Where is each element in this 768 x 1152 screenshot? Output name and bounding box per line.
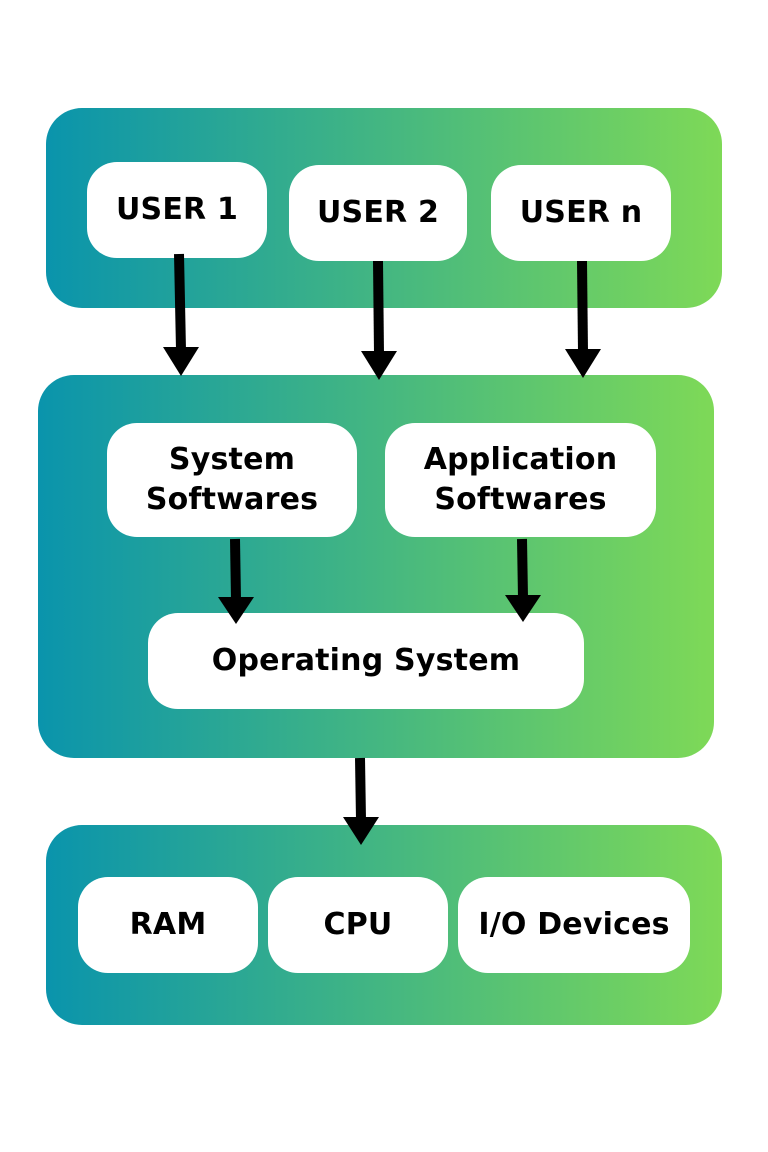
- user-2-box: USER 2: [289, 165, 467, 261]
- ram-box: RAM: [78, 877, 258, 973]
- cpu-label: CPU: [323, 907, 393, 943]
- arrow-os-hardware-shaft: [355, 757, 366, 821]
- application-softwares-label-line-1: Application: [423, 442, 618, 478]
- io-devices-box: I/O Devices: [458, 877, 690, 973]
- arrow-user-1-head: [163, 347, 199, 376]
- application-softwares-box: Application Softwares: [385, 423, 656, 537]
- system-softwares-label-line-2: Softwares: [145, 482, 319, 517]
- cpu-box: CPU: [268, 877, 448, 973]
- operating-system-label: Operating System: [211, 643, 521, 679]
- user-n-label: USER n: [519, 195, 643, 231]
- io-devices-label: I/O Devices: [478, 907, 670, 943]
- application-softwares-label-line-2: Softwares: [434, 482, 607, 517]
- operating-system-box: Operating System: [148, 613, 584, 709]
- system-softwares-box: System Softwares: [107, 423, 357, 537]
- user-2-label: USER 2: [316, 195, 440, 231]
- user-n-box: USER n: [491, 165, 671, 261]
- arrow-user-n-head: [565, 349, 601, 378]
- ram-label: RAM: [129, 907, 207, 943]
- user-1-box: USER 1: [87, 162, 267, 258]
- system-softwares-label-line-1: System: [168, 442, 296, 478]
- user-1-label: USER 1: [115, 192, 239, 228]
